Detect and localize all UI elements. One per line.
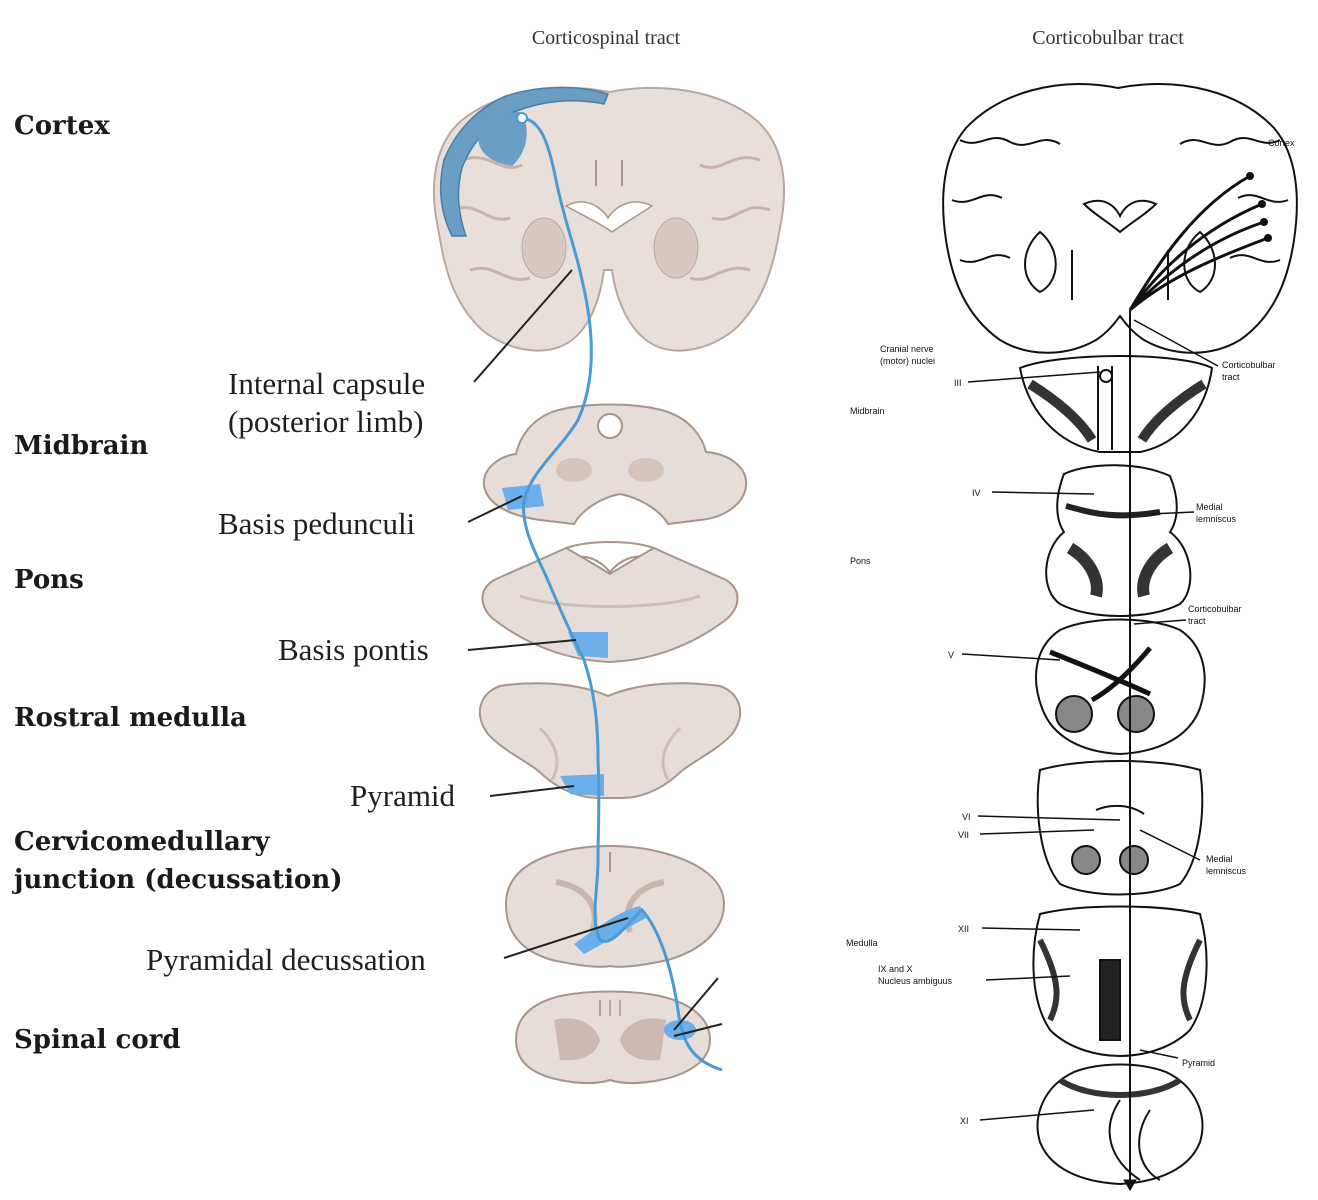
corticobulbar-panel	[942, 83, 1298, 1191]
rlabel-pons: Pons	[850, 556, 871, 566]
rlabel-pyramid: Pyramid	[1182, 1058, 1215, 1068]
label-internal-capsule-2: (posterior limb)	[228, 404, 423, 439]
spinal-cord-section	[514, 990, 712, 1084]
level-cervicomedullary-line2: junction (decussation)	[12, 865, 343, 895]
rlabel-vi: VI	[962, 812, 971, 822]
rlabel-medial-lemniscus-1b: lemniscus	[1196, 514, 1237, 524]
rlabel-cranial-nerve-1: Cranial nerve	[880, 344, 934, 354]
rlabel-midbrain: Midbrain	[850, 406, 885, 416]
level-cervicomedullary-line1: Cervicomedullary	[14, 827, 271, 857]
corticobulbar-brain-section	[942, 83, 1298, 354]
right-panel-title: Corticobulbar tract	[1032, 27, 1184, 49]
corticobulbar-upper-medulla-section	[1036, 760, 1204, 896]
label-pyramid: Pyramid	[350, 778, 456, 813]
rlabel-cortex: Cortex	[1268, 138, 1295, 148]
midbrain-section	[482, 403, 748, 526]
label-basis-pedunculi: Basis pedunculi	[218, 506, 416, 541]
label-internal-capsule-1: Internal capsule	[228, 366, 425, 401]
rlabel-corticobulbar-2: tract	[1222, 372, 1240, 382]
corticobulbar-pons-section	[1045, 464, 1192, 617]
level-spinal-cord: Spinal cord	[14, 1025, 181, 1055]
level-rostral-medulla: Rostral medulla	[14, 703, 247, 733]
rlabel-iv: IV	[972, 488, 981, 498]
rlabel-medial-lemniscus-1a: Medial	[1196, 502, 1223, 512]
level-midbrain: Midbrain	[14, 431, 148, 461]
rlabel-corticobulbar-1: Corticobulbar	[1222, 360, 1276, 370]
cervicomedullary-section	[504, 845, 726, 968]
rlabel-medial-lemniscus-2a: Medial	[1206, 854, 1233, 864]
brain-coronal-section	[433, 86, 785, 352]
corticobulbar-medulla-section	[1032, 905, 1208, 1058]
rlabel-corticobulbar-b2: tract	[1188, 616, 1206, 626]
rlabel-medial-lemniscus-2b: lemniscus	[1206, 866, 1247, 876]
rlabel-cranial-nerve-2: (motor) nuclei	[880, 356, 935, 366]
label-basis-pontis: Basis pontis	[278, 632, 429, 667]
rlabel-iii: III	[954, 378, 962, 388]
corticobulbar-lower-pons-section	[1035, 618, 1206, 756]
corticobulbar-midbrain-section	[1018, 355, 1214, 453]
left-panel-title: Corticospinal tract	[532, 27, 681, 49]
rlabel-ix-x-2: Nucleus ambiguus	[878, 976, 953, 986]
left-leader-lines	[467, 269, 723, 1037]
rlabel-v: V	[948, 650, 954, 660]
level-cortex: Cortex	[14, 111, 110, 141]
rlabel-ix-x-1: IX and X	[878, 964, 913, 974]
corticospinal-panel	[433, 86, 785, 1084]
rlabel-xi: XI	[960, 1116, 969, 1126]
rlabel-medulla: Medulla	[846, 938, 878, 948]
right-leader-lines	[961, 319, 1219, 1121]
pons-section	[481, 541, 739, 664]
level-pons: Pons	[14, 565, 84, 595]
rlabel-vii: VII	[958, 830, 969, 840]
rlabel-corticobulbar-b1: Corticobulbar	[1188, 604, 1242, 614]
corticospinal-tract-line	[521, 116, 723, 1072]
rlabel-xii: XII	[958, 924, 969, 934]
rostral-medulla-section	[479, 682, 742, 799]
label-pyramidal-decussation: Pyramidal decussation	[146, 942, 426, 977]
corticobulbar-lower-medulla-section	[1036, 1063, 1204, 1186]
